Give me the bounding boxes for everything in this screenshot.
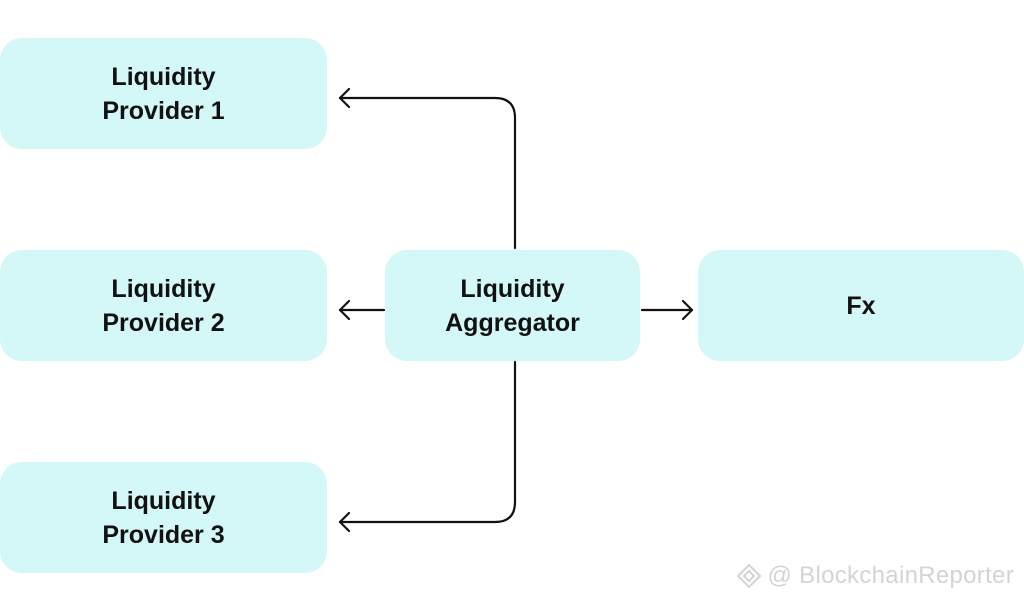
watermark-text: @ BlockchainReporter bbox=[767, 562, 1014, 589]
arrowhead-fx bbox=[681, 299, 694, 321]
fx-node: Fx bbox=[698, 250, 1024, 361]
watermark: @ BlockchainReporter bbox=[736, 562, 1014, 590]
binance-square-icon bbox=[736, 563, 761, 589]
arrow-to-provider-1 bbox=[338, 96, 517, 250]
arrow-to-provider-3 bbox=[338, 360, 517, 524]
liquidity-provider-1-node: Liquidity Provider 1 bbox=[0, 38, 327, 149]
arrowhead-provider-2 bbox=[338, 299, 351, 321]
liquidity-provider-3-node: Liquidity Provider 3 bbox=[0, 462, 327, 573]
liquidity-provider-2-node: Liquidity Provider 2 bbox=[0, 250, 327, 361]
arrowhead-provider-3 bbox=[338, 511, 351, 533]
liquidity-aggregator-node: Liquidity Aggregator bbox=[385, 250, 640, 361]
arrowhead-provider-1 bbox=[338, 87, 351, 109]
